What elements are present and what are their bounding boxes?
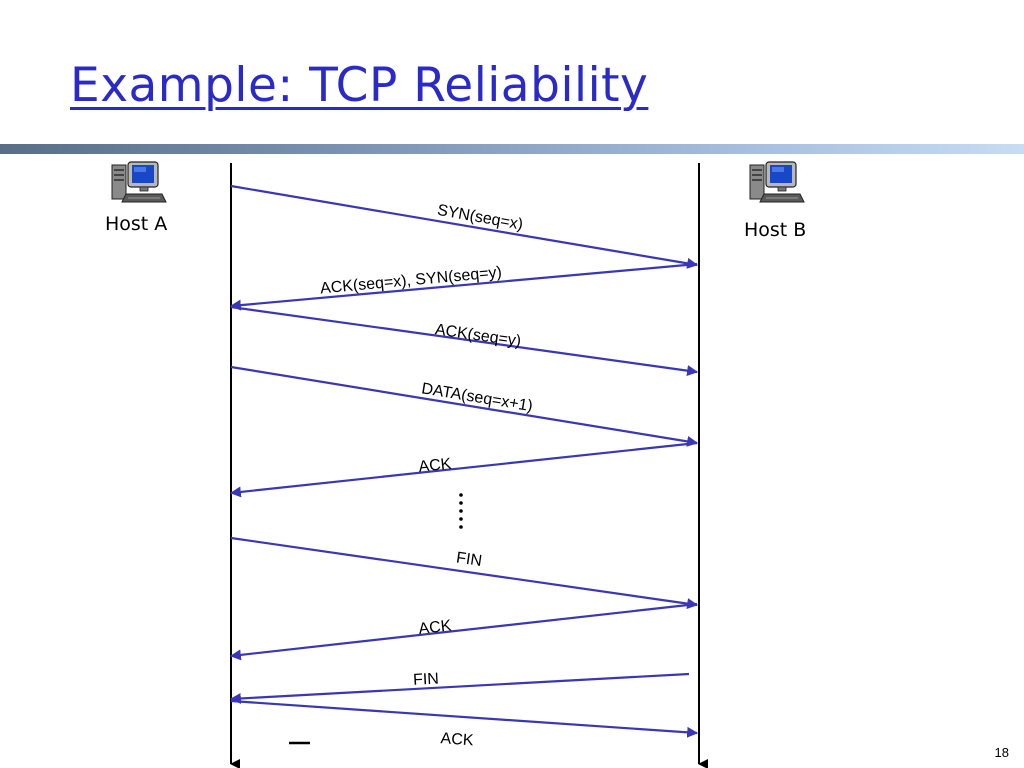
- host-a-label: Host A: [105, 213, 168, 235]
- ellipsis-dots: [459, 493, 463, 529]
- message-arrow-8: [229, 672, 690, 704]
- message-arrow-5: [229, 441, 698, 498]
- host-a-computer-icon: [111, 161, 167, 203]
- host-b-label: Host B: [744, 219, 807, 241]
- message-label-9: ACK: [440, 730, 474, 749]
- message-label-2: ACK(seq=x), SYN(seq=y): [319, 264, 502, 297]
- message-label-3: ACK(seq=y): [434, 321, 522, 350]
- message-label-8: FIN: [413, 671, 440, 689]
- title-divider-bar: [0, 144, 1024, 154]
- message-arrow-4: [230, 365, 699, 447]
- message-arrow-1: [230, 184, 699, 269]
- message-arrow-7: [229, 602, 698, 661]
- message-label-5: ACK: [418, 456, 453, 476]
- message-label-4: DATA(seq=x+1): [420, 380, 534, 415]
- message-arrow-3: [230, 305, 699, 377]
- message-label-6: FIN: [455, 549, 483, 570]
- page-number: 18: [994, 745, 1009, 760]
- message-arrow-2: [229, 262, 698, 311]
- slide-title: Example: TCP Reliability: [70, 58, 649, 113]
- host-b-computer-icon: [749, 161, 805, 203]
- message-arrow-6: [230, 536, 699, 610]
- message-label-7: ACK: [418, 617, 453, 638]
- message-arrow-9: [230, 699, 699, 738]
